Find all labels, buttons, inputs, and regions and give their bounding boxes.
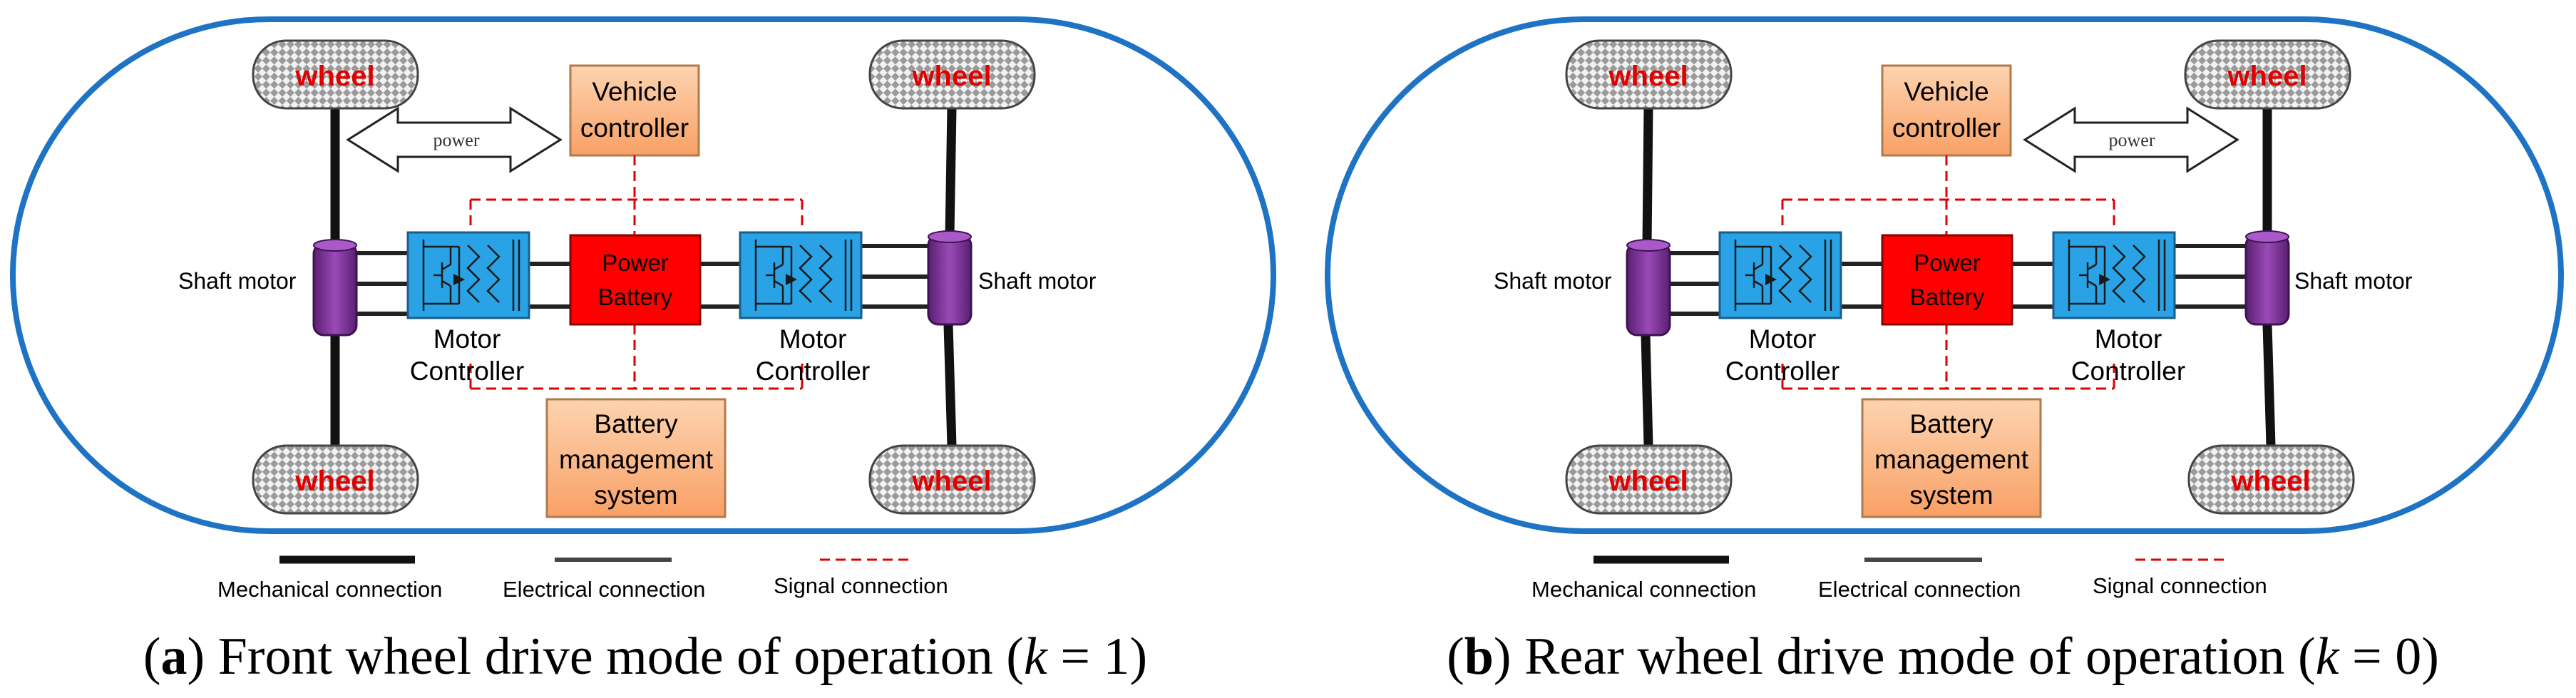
svg-text:wheel: wheel <box>1608 61 1688 92</box>
bms-box: Battery management system <box>1861 398 2042 518</box>
front-axle-top <box>1642 108 1653 245</box>
svg-text:Motor: Motor <box>433 324 501 354</box>
rear-axle-top <box>945 108 957 236</box>
svg-text:power: power <box>2109 130 2155 150</box>
wheel-rear-top: wheel <box>868 39 1036 110</box>
caption-a: (a) Front wheel drive mode of operation … <box>143 627 1147 686</box>
svg-text:wheel: wheel <box>911 61 991 92</box>
svg-text:management: management <box>559 445 714 474</box>
power-battery: Power Battery <box>1881 234 2013 326</box>
motor-controller-front: Motor Controller <box>1718 231 1842 386</box>
svg-text:management: management <box>1874 445 2029 474</box>
rear-axle-bottom <box>943 324 957 446</box>
svg-text:controller: controller <box>1892 113 2001 143</box>
power-arrow: power <box>346 106 563 173</box>
panel-a: wheel wheel wheel wheel power Vehicle co… <box>10 16 1276 686</box>
wheel-front-bottom: wheel <box>252 444 419 515</box>
svg-text:Vehicle: Vehicle <box>1904 77 1989 106</box>
motor-controller-rear: Motor Controller <box>739 231 870 386</box>
panel-b: wheel wheel wheel wheel power Vehicle co… <box>1325 16 2564 686</box>
electrical-lines <box>1668 244 2246 316</box>
svg-text:wheel: wheel <box>294 466 374 497</box>
svg-text:system: system <box>1909 481 1993 510</box>
svg-text:Mechanical connection: Mechanical connection <box>217 577 442 602</box>
rear-axle-bottom <box>2262 324 2276 446</box>
svg-text:Mechanical connection: Mechanical connection <box>1531 577 1756 602</box>
svg-text:Power: Power <box>602 250 669 276</box>
legend: Mechanical connection Electrical connect… <box>1531 555 2267 602</box>
svg-text:Vehicle: Vehicle <box>592 77 677 106</box>
svg-text:system: system <box>594 481 677 510</box>
power-battery: Power Battery <box>569 234 702 326</box>
svg-text:Shaft motor: Shaft motor <box>2294 268 2413 294</box>
svg-text:Battery: Battery <box>598 284 673 310</box>
svg-text:Signal connection: Signal connection <box>774 573 948 598</box>
svg-text:Shaft motor: Shaft motor <box>1494 268 1612 294</box>
svg-text:Controller: Controller <box>410 356 524 386</box>
svg-text:Controller: Controller <box>756 356 870 386</box>
wheel-front-bottom: wheel <box>1565 444 1733 515</box>
vehicle-controller-box: Vehicle controller <box>569 64 700 157</box>
shaft-motor-rear: Shaft motor <box>927 230 1097 326</box>
svg-text:Shaft motor: Shaft motor <box>178 268 297 294</box>
svg-text:Motor: Motor <box>1749 324 1817 354</box>
svg-text:wheel: wheel <box>1608 466 1688 497</box>
svg-text:Shaft motor: Shaft motor <box>978 268 1097 294</box>
svg-text:Controller: Controller <box>2071 356 2185 386</box>
motor-controller-rear: Motor Controller <box>2052 231 2185 386</box>
svg-text:Battery: Battery <box>1909 409 1993 438</box>
bms-box: Battery management system <box>545 398 727 518</box>
wheel-rear-top: wheel <box>2184 39 2351 110</box>
svg-text:Electrical connection: Electrical connection <box>1818 577 2021 602</box>
svg-text:Battery: Battery <box>1910 284 1985 310</box>
caption-b: (b) Rear wheel drive mode of operation (… <box>1447 627 2439 686</box>
svg-text:wheel: wheel <box>2230 466 2310 497</box>
electrical-lines <box>354 244 930 316</box>
svg-text:wheel: wheel <box>911 466 991 497</box>
svg-text:controller: controller <box>580 113 689 143</box>
wheel-rear-bottom: wheel <box>2187 444 2355 515</box>
svg-text:Controller: Controller <box>1725 356 1839 386</box>
svg-text:power: power <box>433 130 480 150</box>
svg-text:wheel: wheel <box>294 61 374 92</box>
power-arrow: power <box>2023 106 2239 173</box>
vehicle-outline <box>1325 16 2564 534</box>
svg-text:Motor: Motor <box>779 324 847 354</box>
svg-text:Signal connection: Signal connection <box>2093 573 2267 598</box>
signal-lines <box>1781 155 2115 390</box>
svg-text:Power: Power <box>1914 250 1981 276</box>
motor-controller-front: Motor Controller <box>406 231 530 386</box>
wheel-front-top: wheel <box>252 39 419 110</box>
front-axle-bottom <box>1641 334 1653 446</box>
wheel-rear-bottom: wheel <box>868 444 1036 515</box>
svg-text:Motor: Motor <box>2095 324 2162 354</box>
svg-text:Electrical connection: Electrical connection <box>503 577 705 602</box>
vehicle-outline <box>10 16 1276 534</box>
wheel-front-top: wheel <box>1565 39 1733 110</box>
shaft-motor-rear: Shaft motor <box>2244 230 2413 326</box>
shaft-motor-front: Shaft motor <box>1494 239 1671 337</box>
vehicle-controller-box: Vehicle controller <box>1881 64 2012 157</box>
signal-lines <box>469 155 804 390</box>
svg-text:Battery: Battery <box>594 409 678 438</box>
legend: Mechanical connection Electrical connect… <box>217 555 948 602</box>
svg-text:wheel: wheel <box>2227 61 2306 92</box>
shaft-motor-front: Shaft motor <box>178 239 358 337</box>
